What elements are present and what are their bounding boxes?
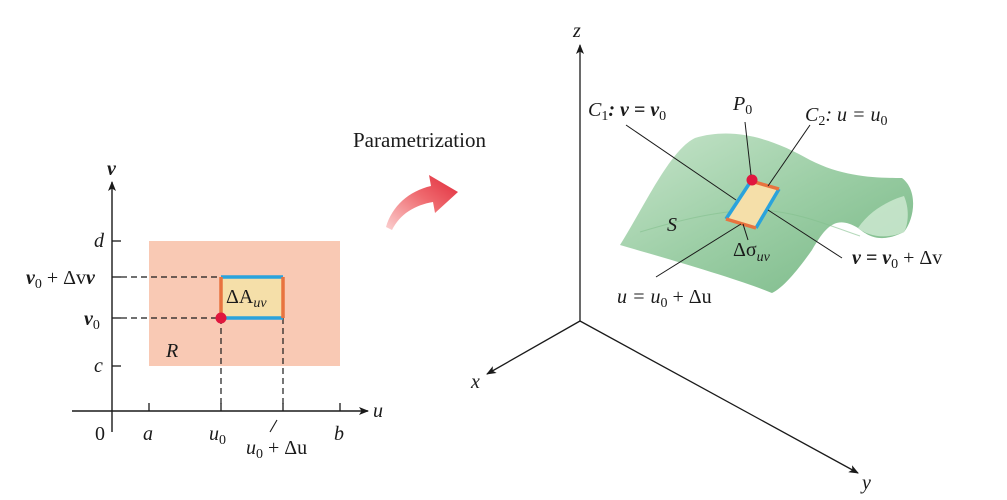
sigma-edge-u0du [725,217,757,230]
parametrization-label: Parametrization [353,128,486,152]
tick-v0-label: v0 [84,308,100,333]
axis-z-label: z [572,20,581,42]
tick-u0du-label: u0 + Δu [246,437,307,462]
axis-y-label: y [860,472,871,494]
axis-v-label: v [107,158,117,180]
delta-sigma-patch [726,181,779,228]
surface-s-label: S [667,214,677,236]
u0du-pointer [269,419,278,433]
sigma-edge-v0dv [754,188,781,229]
region-r-label: R [165,340,178,362]
origin-label: 0 [95,423,105,445]
x-axis [486,320,581,375]
axis-u-label: u [373,400,383,422]
xyz-space: z x y S C1: v = v0 P0 C2: u = u0 Δσuv v … [470,20,942,494]
surface-fold [858,196,908,237]
p0-label: P0 [732,93,752,118]
tick-a-label: a [143,423,153,445]
point-u0-v0 [215,312,227,324]
delta-a-patch [221,277,283,318]
y-axis [579,320,859,474]
axis-x-label: x [470,371,480,393]
tick-d-label: d [94,230,105,252]
tick-v0dv-label: v0 + Δvv [26,267,96,292]
delta-sigma-label: Δσuv [733,239,771,265]
parametrization-arrow: Parametrization [353,128,486,230]
tick-b-label: b [334,423,344,445]
delta-a-label: ΔAuv [226,286,267,311]
c2-label: C2: u = u0 [805,104,888,129]
c1-label: C1: v = v0 [588,99,666,124]
v-eq-label: v = v0 + Δv [852,247,942,272]
leader-lines [625,121,843,278]
curved-arrow [386,175,458,230]
point-p0 [746,174,758,186]
uv-plane: v u 0 a b d c R u0 u0 + Δu v0 v0 + Δvv Δ… [26,158,383,462]
sigma-edge-c1 [724,180,753,220]
tick-c-label: c [94,355,103,377]
tick-u0-label: u0 [209,423,226,448]
u-eq-label: u = u0 + Δu [617,286,712,311]
dashed-guides [121,276,284,405]
